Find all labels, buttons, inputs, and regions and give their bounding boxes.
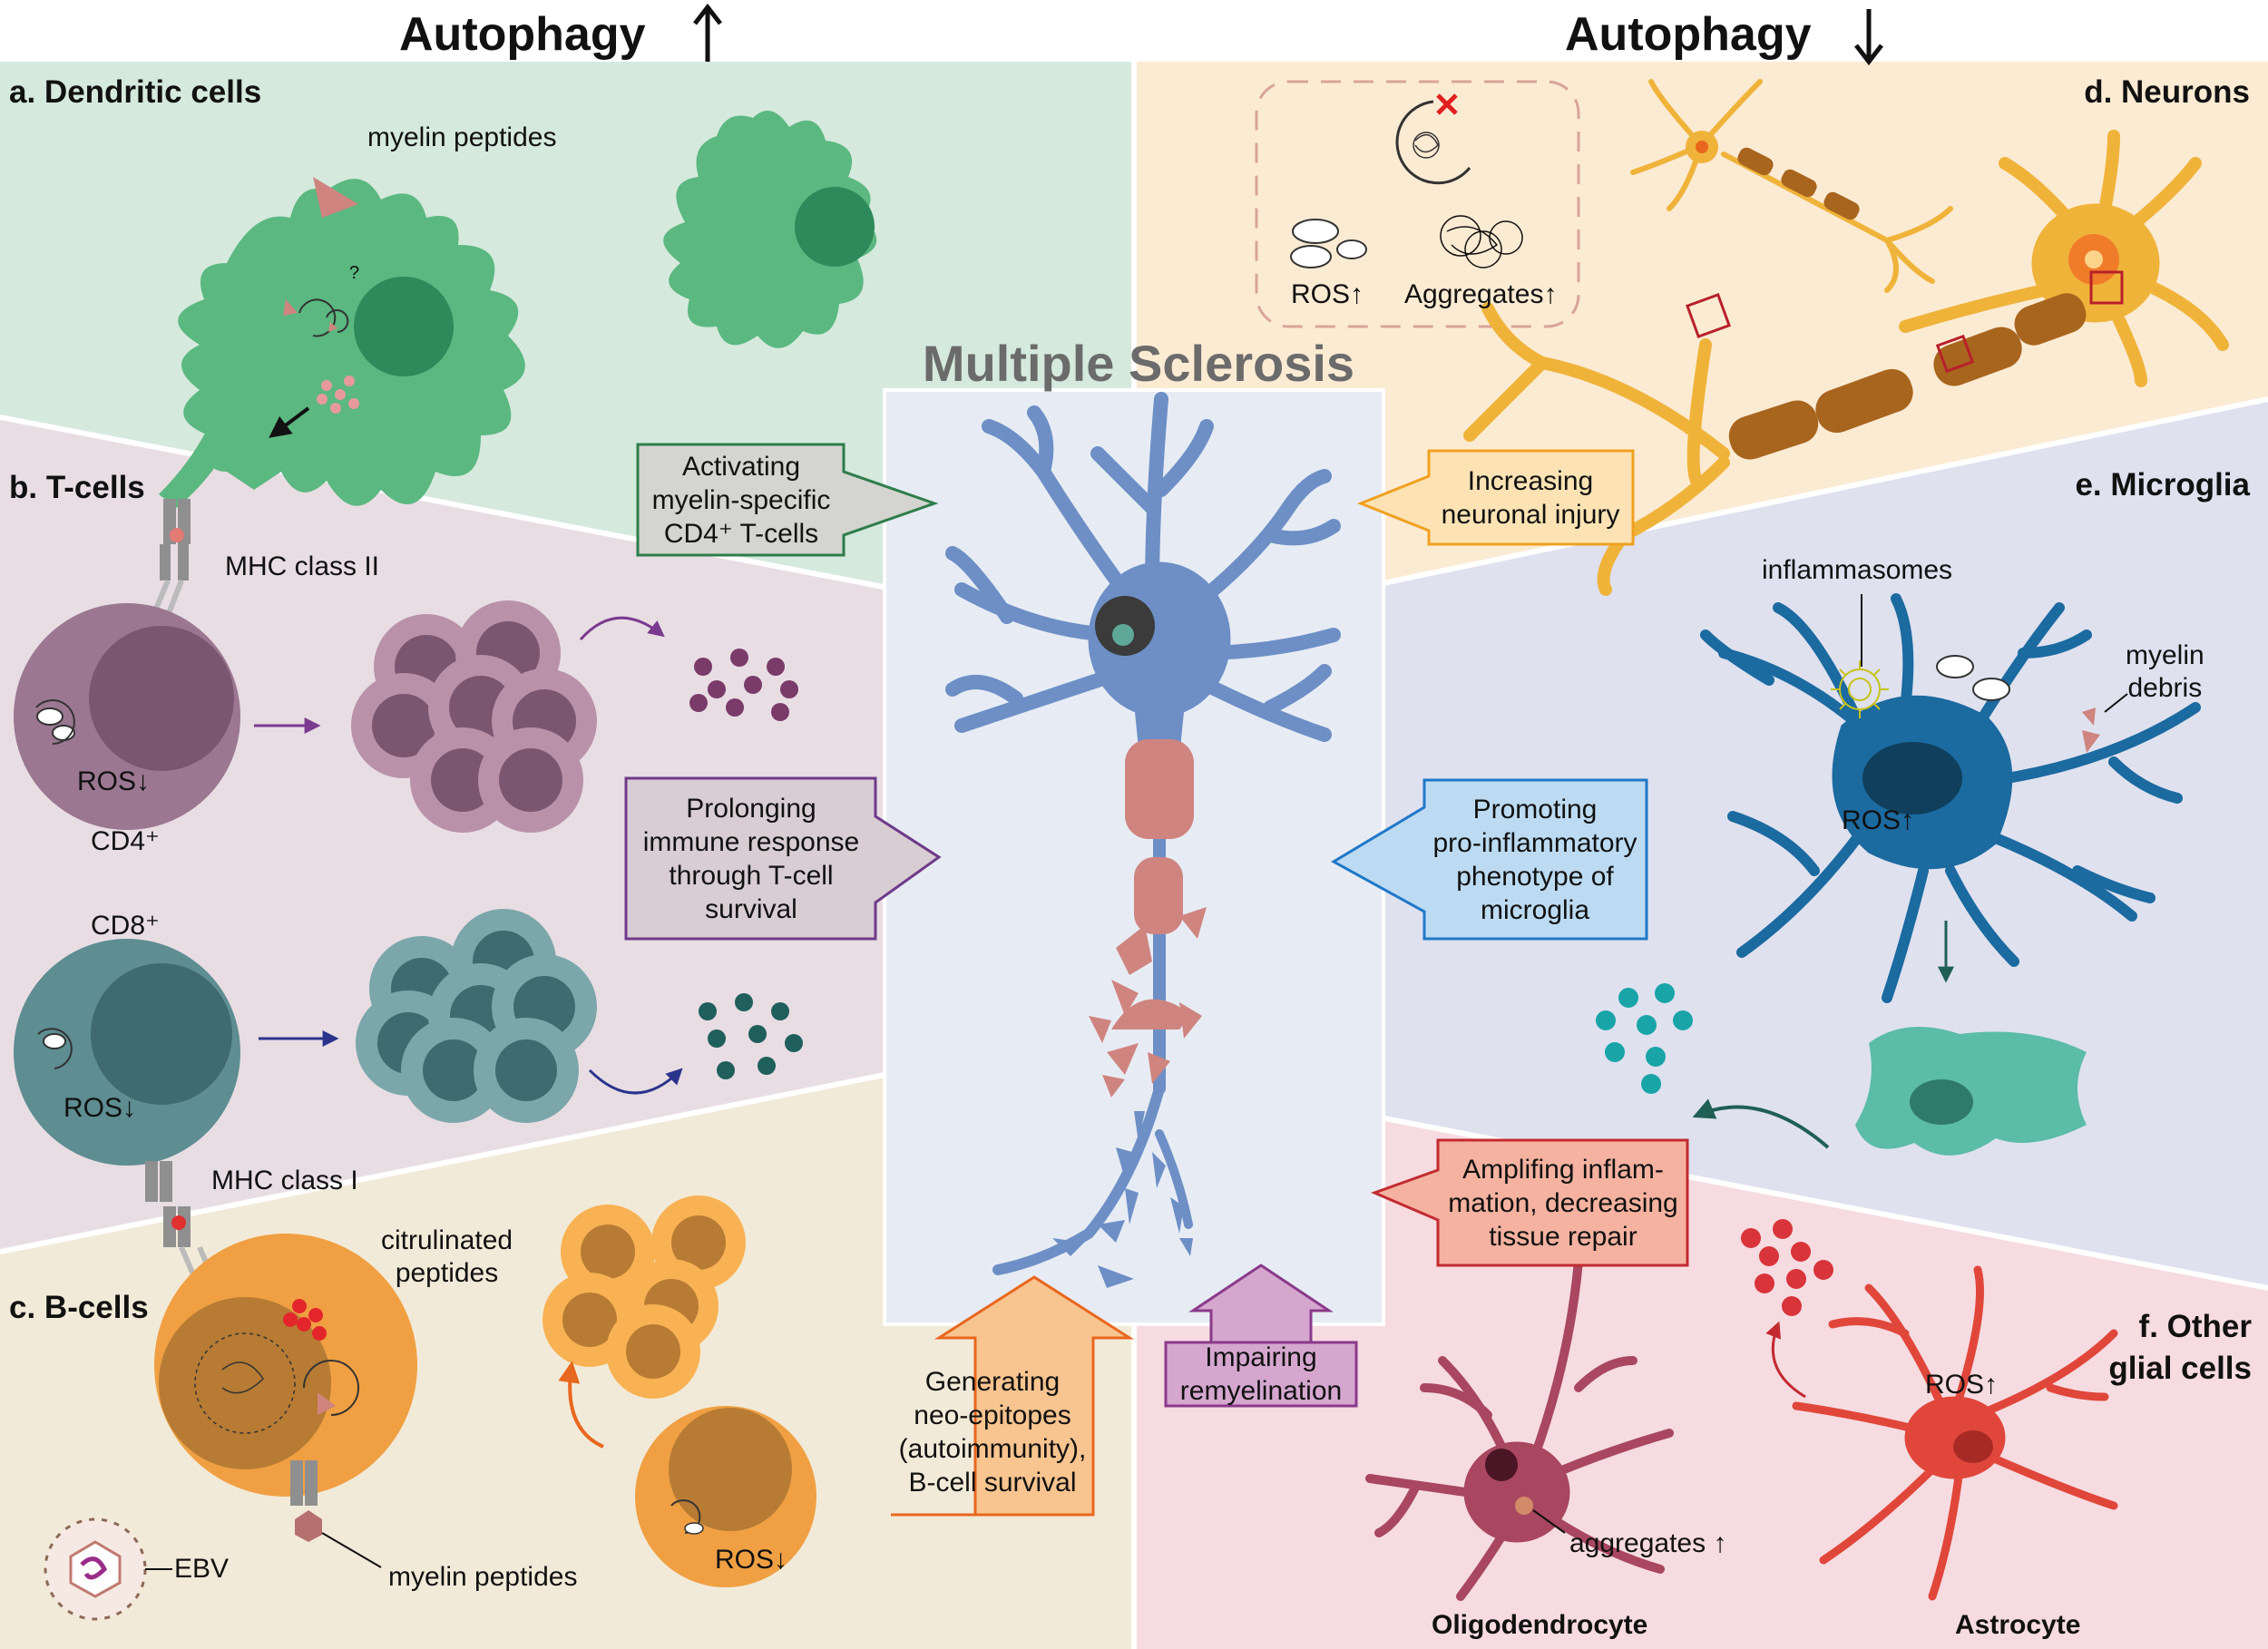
box-prolonging: Prolonging immune response through T-cel… (642, 793, 860, 924)
dc-peptides (317, 376, 359, 414)
down-arrow-icon (1854, 9, 1883, 66)
panel-e-title: e. Microglia (2075, 467, 2250, 503)
cd8-secreted-particles (699, 993, 803, 1079)
astrocyte-secreted-particles (1741, 1219, 1833, 1316)
ebv-virus (44, 1517, 147, 1621)
panel-a-title: a. Dendritic cells (9, 74, 262, 110)
label-cd8: CD8⁺ (91, 911, 160, 941)
microglia-secreted-particles (1596, 983, 1693, 1094)
mitochondria-icon (36, 707, 75, 741)
label-ros-bcell: ROS↓ (715, 1545, 788, 1575)
myelin-fragments (1089, 907, 1207, 1098)
box-impairing: Impairing remyelination (1179, 1342, 1343, 1406)
panel-b-title: b. T-cells (9, 470, 145, 505)
box-increasing: Increasing neuronal injury (1441, 465, 1620, 530)
phagophore-icon (1395, 100, 1471, 185)
label-cd4: CD4⁺ (91, 826, 160, 856)
b-cell-mhc (290, 1460, 318, 1506)
label-ros-cd8: ROS↓ (64, 1093, 137, 1123)
prolonging-arrow-shape (624, 776, 942, 941)
promoting-arrow-shape (1330, 778, 1648, 941)
label-mhc-class-i: MHC class I (211, 1166, 358, 1195)
heading-autophagy-down: Autophagy (1565, 8, 1812, 61)
panel-f-background (1134, 1070, 2268, 1649)
activating-arrow-shape (636, 443, 939, 557)
small-neuron-myelin (1737, 147, 1860, 220)
box-amplifing: Amplifing inflam- mation, decreasing tis… (1448, 1154, 1678, 1252)
microglia-amoeboid (1855, 1027, 2087, 1156)
label-aggregates-neuron: Aggregates↑ (1404, 279, 1558, 309)
aggregates-icon (1440, 215, 1523, 268)
label-question-mark: ? (349, 263, 360, 283)
label-myelin-peptides-b: myelin peptides (388, 1562, 578, 1592)
b-cell-cluster (543, 1195, 746, 1399)
panel-f-title: f. Other glial cells (2108, 1309, 2252, 1386)
label-myelin-peptides-dc: myelin peptides (367, 122, 557, 152)
myelin-peptide-b (295, 1510, 322, 1542)
dendritic-nucleus (354, 277, 454, 376)
resting-dc-nucleus (795, 187, 875, 267)
label-ros-neuron: ROS↑ (1291, 279, 1364, 309)
label-inflammasomes: inflammasomes (1762, 555, 1953, 585)
label-citrulinated-peptides: citrulinated peptides (381, 1225, 513, 1288)
label-oligodendrocyte: Oligodendrocyte (1432, 1610, 1648, 1640)
label-ros-cd4: ROS↓ (77, 766, 151, 796)
microglia-nucleus (1862, 742, 1962, 815)
large-neuron-myelin (1728, 293, 2087, 460)
label-mhc-class-ii: MHC class II (225, 551, 380, 581)
panel-d-title: d. Neurons (2084, 74, 2250, 110)
label-aggregates-oligo: aggregates ↑ (1569, 1528, 1727, 1558)
up-arrow-icon (693, 3, 722, 62)
center-title: Multiple Sclerosis (922, 335, 1355, 392)
panel-c-title: c. B-cells (9, 1290, 149, 1325)
inflammasome-icon (1831, 660, 1889, 718)
label-ros-microglia: ROS↑ (1842, 805, 1915, 835)
increasing-arrow-shape (1356, 449, 1635, 546)
generating-arrow-shape (891, 1275, 1135, 1517)
astrocyte (1792, 1265, 2118, 1601)
label-astrocyte: Astrocyte (1955, 1610, 2081, 1640)
dendritic-cell-resting (663, 111, 877, 348)
dc-arrow (269, 406, 310, 438)
nucleus-dna (194, 1332, 296, 1434)
cd4-proliferating-cells (351, 600, 597, 833)
cd8-proliferating-cells (356, 909, 597, 1123)
axon-fragments (1052, 1111, 1193, 1288)
label-ebv: EBV (174, 1554, 230, 1584)
label-myelin-debris: myelin debris (2126, 640, 2204, 703)
mhc-i-receptor (145, 1161, 191, 1247)
impairing-arrow-shape (1164, 1264, 1358, 1408)
myelin-peptide-icon (313, 177, 358, 218)
myelin-segment (1134, 857, 1183, 934)
dc-autophagosomes (298, 298, 349, 337)
label-ros-astro: ROS↑ (1925, 1370, 1999, 1400)
box-generating: Generating neo-epitopes (autoimmunity), … (898, 1366, 1087, 1498)
mitochondria-icons (1290, 219, 1367, 268)
panel-b-background (0, 417, 1134, 1252)
red-x-icon (1436, 93, 1458, 115)
box-promoting: Promoting pro-inflammatory phenotype of … (1432, 794, 1637, 925)
heading-autophagy-up: Autophagy (399, 8, 646, 61)
cd4-secreted-particles (689, 649, 798, 721)
box-activating: Activating myelin-specific CD4⁺ T-cells (651, 451, 831, 549)
inset-box (1255, 80, 1580, 328)
citrulline-peptides (283, 1299, 327, 1341)
dendritic-cell-active (159, 179, 525, 508)
zoom-markers (1686, 270, 2124, 374)
amplifing-arrow-shape (1370, 1138, 1689, 1267)
aggregate-icon (1413, 132, 1440, 159)
large-neuron (1463, 130, 2229, 596)
myelin-segment (1125, 739, 1194, 839)
